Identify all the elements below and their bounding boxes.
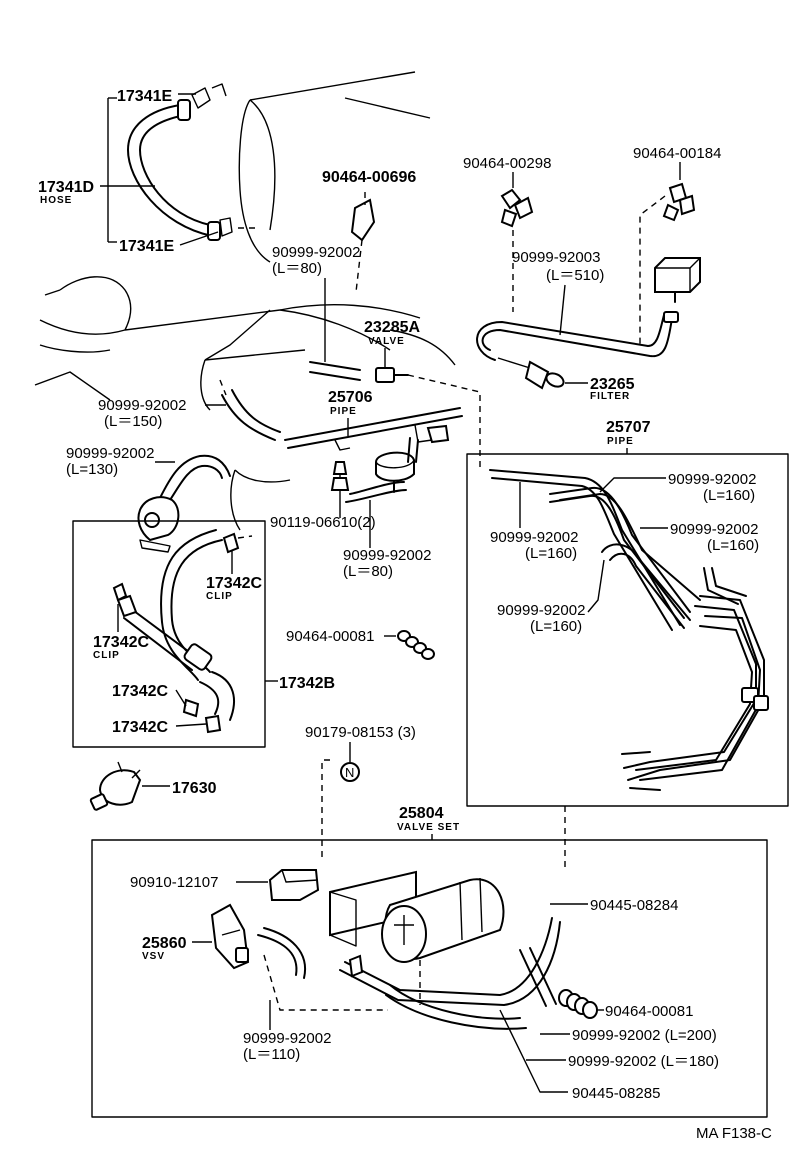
label-23285a: 23285A [364,319,420,336]
label-len-l160-d: (L=160) [530,618,582,635]
label-90445-08285: 90445-08285 [572,1085,660,1102]
bolt-icon [330,461,350,491]
label-23265: 23265 [590,376,635,393]
clip-icon [500,188,534,228]
clip-icon [558,989,598,1019]
caption-pipe-right: PIPE [607,436,634,447]
label-90179-08153: 90179-08153 (3) [305,724,416,741]
label-90999-92002-l200: 90999-92002 (L=200) [572,1027,717,1044]
label-90999-92002-l80-mid: 90999-92002 [343,547,431,564]
valve-icon [375,367,409,383]
vacuum-valve [375,451,415,493]
label-17341e-top: 17341E [117,88,172,105]
connector-icon [268,869,320,901]
caption-clip-a: CLIP [206,591,233,602]
label-len-l510: (L＝510) [546,267,604,284]
label-90119-06610: 90119-06610(2) [270,514,376,531]
label-17630: 17630 [172,780,217,797]
label-len-l130: (L=130) [66,461,118,478]
label-90910-12107: 90910-12107 [130,874,218,891]
label-len-l160-b: (L=160) [707,537,759,554]
label-25707: 25707 [606,419,651,436]
label-90999-92002-l130: 90999-92002 [66,445,154,462]
bracket-17341 [100,93,219,246]
label-len-l80-mid: (L＝80) [343,563,393,580]
label-90464-00298: 90464-00298 [463,155,551,172]
label-17342c-c: 17342C [112,683,168,700]
sensor-icon [89,761,142,811]
label-17342b: 17342B [279,675,335,692]
label-17341d: 17341D [38,179,94,196]
label-90999-92002-l160-a: 90999-92002 [668,471,756,488]
label-90999-92002-l80-top: 90999-92002 [272,244,360,261]
label-25706: 25706 [328,389,373,406]
filter-icon [524,360,565,390]
label-25804: 25804 [399,805,444,822]
label-90999-92002-l160-b: 90999-92002 [670,521,758,538]
pipe-25706 [284,407,463,451]
hose-17341d [127,83,233,241]
pipe-fitting [137,496,180,553]
clip-icon [397,630,435,660]
label-len-l160-c: (L=160) [525,545,577,562]
label-90464-00081-mid: 90464-00081 [286,628,374,645]
label-17342c-d: 17342C [112,719,168,736]
label-17341e-bottom: 17341E [119,238,174,255]
pipe-25707-box [466,453,789,807]
canister-small [654,257,701,303]
hose-90999-92003 [476,311,679,361]
label-90999-92002-l180: 90999-92002 (L＝180) [568,1053,719,1070]
caption-valve-set: VALVE SET [397,822,460,833]
label-90999-92002-l150: 90999-92002 [98,397,186,414]
hose-17342b [116,529,253,734]
label-90464-00081-low: 90464-00081 [605,1003,693,1020]
label-90445-08284: 90445-08284 [590,897,678,914]
valve-set-25804-box [91,839,768,1118]
clip-icon [112,582,128,602]
label-17342c-b: 17342C [93,634,149,651]
label-len-l150: (L＝150) [104,413,162,430]
pipe-25707 [489,469,769,791]
vsv-icon [210,903,250,970]
caption-vsv: VSV [142,951,165,962]
hose-17342b-box [72,520,266,748]
label-90999-92002-l160-d: 90999-92002 [497,602,585,619]
nut-icon: N [340,762,360,782]
caption-filter: FILTER [590,391,630,402]
label-90999-92002-l110: 90999-92002 [243,1030,331,1047]
caption-clip-b: CLIP [93,650,120,661]
clip-icon [350,198,376,242]
caption-hose: HOSE [40,195,72,206]
label-90999-92003: 90999-92003 [512,249,600,266]
label-len-l80-top: (L＝80) [272,260,322,277]
caption-valve: VALVE [368,336,405,347]
label-90464-00696: 90464-00696 [322,169,416,186]
label-17342c-a: 17342C [206,575,262,592]
label-len-l160-a: (L=160) [703,487,755,504]
canister-icon [329,870,505,963]
label-len-l110: (L＝110) [243,1046,300,1063]
label-25860: 25860 [142,935,187,952]
caption-pipe-left: PIPE [330,406,357,417]
label-90464-00184: 90464-00184 [633,145,721,162]
hose-set [257,917,561,1030]
figure-code: MA F138-C [696,1125,772,1142]
engine-outline [34,71,456,531]
clip-icon [662,182,696,222]
nut-marker: N [345,765,354,780]
label-90999-92002-l160-c: 90999-92002 [490,529,578,546]
